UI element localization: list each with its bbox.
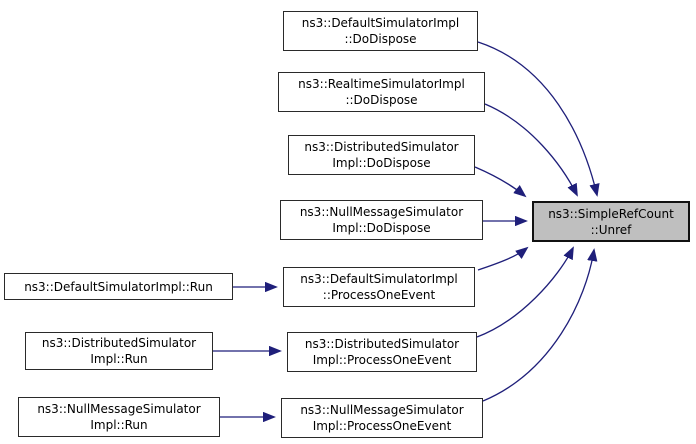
node-realtime-simulator-impl-dodispose[interactable]: ns3::RealtimeSimulatorImpl ::DoDispose (278, 72, 485, 112)
node-label: ns3::DefaultSimulatorImpl::Run (24, 279, 213, 294)
node-nullmessage-simulator-impl-processoneevent[interactable]: ns3::NullMessageSimulator Impl::ProcessO… (281, 398, 483, 438)
node-default-simulator-impl-dodispose[interactable]: ns3::DefaultSimulatorImpl ::DoDispose (283, 11, 478, 51)
node-default-simulator-impl-processoneevent[interactable]: ns3::DefaultSimulatorImpl ::ProcessOneEv… (283, 267, 475, 307)
edge-default-processoneevent-to-unref (477, 246, 529, 271)
node-label: ns3::NullMessageSimulator Impl::DoDispos… (299, 205, 464, 235)
edge-distributed-processoneevent-to-unref (476, 246, 574, 338)
node-label: ns3::DistributedSimulator Impl::DoDispos… (304, 140, 459, 170)
node-nullmessage-simulator-impl-run[interactable]: ns3::NullMessageSimulator Impl::Run (18, 397, 220, 437)
node-label: ns3::NullMessageSimulator Impl::ProcessO… (300, 403, 464, 433)
node-label: ns3::DistributedSimulator Impl::Run (41, 336, 197, 366)
node-distributed-simulator-impl-dodispose[interactable]: ns3::DistributedSimulator Impl::DoDispos… (288, 135, 475, 175)
node-label: ns3::DefaultSimulatorImpl ::ProcessOneEv… (300, 272, 458, 302)
node-label: ns3::RealtimeSimulatorImpl ::DoDispose (298, 77, 465, 107)
node-simple-ref-count-unref: ns3::SimpleRefCount ::Unref (532, 201, 690, 242)
node-distributed-simulator-impl-processoneevent[interactable]: ns3::DistributedSimulator Impl::ProcessO… (287, 332, 477, 372)
edge-distributed-dodispose-to-unref (474, 166, 527, 198)
node-label: ns3::DistributedSimulator Impl::ProcessO… (304, 337, 460, 367)
node-label: ns3::NullMessageSimulator Impl::Run (37, 402, 201, 432)
edge-realtime-dodispose-to-unref (484, 103, 578, 197)
node-default-simulator-impl-run[interactable]: ns3::DefaultSimulatorImpl::Run (4, 273, 233, 300)
node-distributed-simulator-impl-run[interactable]: ns3::DistributedSimulator Impl::Run (25, 332, 213, 370)
node-label: ns3::DefaultSimulatorImpl ::DoDispose (301, 16, 460, 46)
node-label: ns3::SimpleRefCount ::Unref (548, 206, 674, 237)
edge-default-dodispose-to-unref (477, 41, 600, 197)
edge-nullmessage-processoneevent-to-unref (482, 248, 598, 402)
node-nullmessage-simulator-impl-dodispose[interactable]: ns3::NullMessageSimulator Impl::DoDispos… (280, 200, 483, 240)
